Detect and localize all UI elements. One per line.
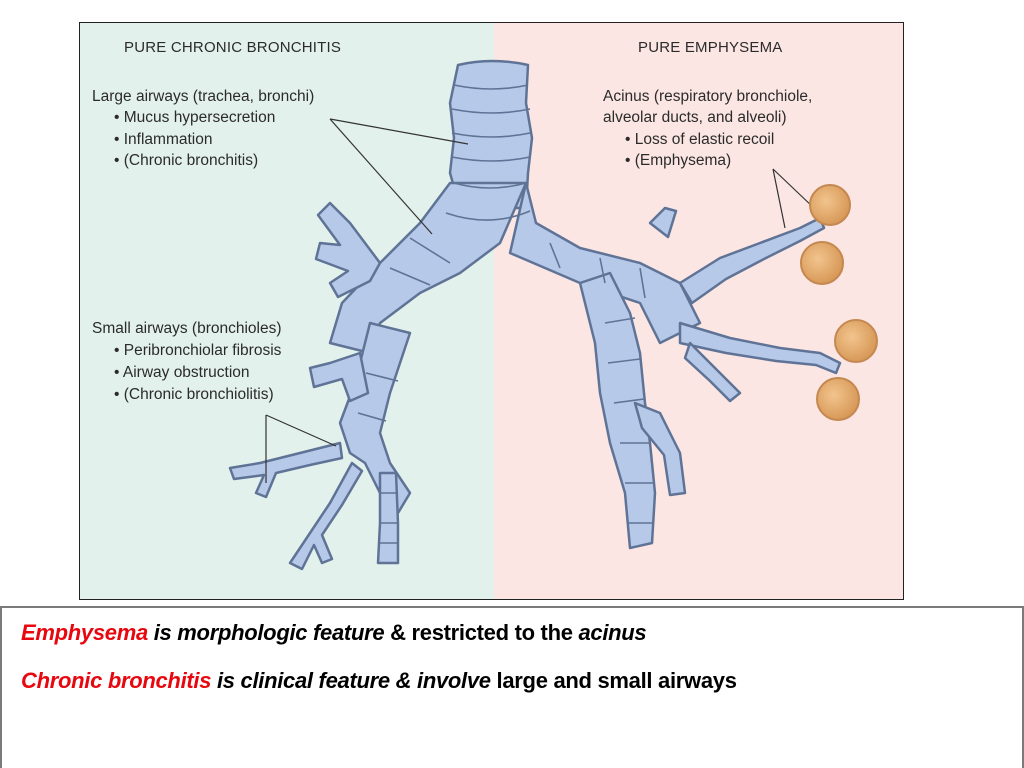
- right-branch-lower: [683, 341, 742, 403]
- caption-italic: acinus: [578, 620, 647, 645]
- large-airways-bullet: • (Chronic bronchitis): [114, 152, 259, 169]
- caption-italic: is morphologic feature: [147, 620, 385, 645]
- alveolar-sac: [809, 184, 851, 226]
- leader-lines: [265, 118, 816, 483]
- small-airways-bullet: • Peribronchiolar fibrosis: [114, 342, 282, 359]
- chronic-bronchitis-term: Chronic bronchitis: [21, 668, 212, 693]
- large-airways-bullet: • Mucus hypersecretion: [114, 109, 276, 126]
- acinus-bullet: • (Emphysema): [625, 152, 732, 169]
- airway-rings: [357, 84, 654, 544]
- right-main-bronchus: [508, 181, 702, 345]
- caption-italic: is clinical feature & involve: [211, 668, 491, 693]
- emphysema-term: Emphysema: [21, 620, 148, 645]
- caption-line-chronic-bronchitis: Chronic bronchitis is clinical feature &…: [21, 668, 737, 694]
- airway-diagram: PURE CHRONIC BRONCHITIS Large airways (t…: [79, 22, 904, 600]
- small-airways-bullet: • (Chronic bronchiolitis): [114, 386, 274, 403]
- alveolar-sac: [834, 319, 878, 363]
- caption-line-emphysema: Emphysema is morphologic feature & restr…: [21, 620, 647, 646]
- bronchial-tree-illustration: [228, 59, 878, 571]
- right-lower-bronchus: [578, 271, 657, 550]
- left-small-bronchiole-upper: [228, 441, 344, 499]
- emphysema-title: PURE EMPHYSEMA: [638, 39, 783, 56]
- emphysema-panel: [494, 23, 903, 599]
- right-stub-upper: [648, 206, 678, 239]
- right-upper-branch: [678, 216, 826, 305]
- acinus-bullet: • Loss of elastic recoil: [625, 131, 775, 148]
- right-lower-branch-2: [633, 401, 687, 497]
- left-small-bronchiole-lower: [288, 461, 364, 571]
- small-airways-bullet: • Airway obstruction: [114, 364, 250, 381]
- caption-plain: & restricted to the: [384, 620, 579, 645]
- left-upper-branch: [314, 201, 382, 299]
- chronic-bronchitis-title: PURE CHRONIC BRONCHITIS: [124, 39, 342, 56]
- acinus-heading-line2: alveolar ducts, and alveoli): [603, 109, 787, 126]
- small-airways-heading: Small airways (bronchioles): [92, 320, 282, 337]
- left-mid-branch: [308, 351, 370, 403]
- alveolar-sac: [800, 241, 844, 285]
- large-airways-bullet: • Inflammation: [114, 131, 213, 148]
- caption-box: Emphysema is morphologic feature & restr…: [0, 606, 1024, 768]
- acinus-heading-line1: Acinus (respiratory bronchiole,: [603, 88, 813, 105]
- alveolar-sac: [816, 377, 860, 421]
- right-mid-branch: [678, 321, 842, 375]
- left-terminal-branch: [376, 471, 400, 565]
- chronic-bronchitis-panel: [80, 23, 494, 599]
- caption-plain: large and small airways: [490, 668, 737, 693]
- large-airways-heading: Large airways (trachea, bronchi): [92, 88, 315, 105]
- alveoli-clusters: [800, 184, 878, 421]
